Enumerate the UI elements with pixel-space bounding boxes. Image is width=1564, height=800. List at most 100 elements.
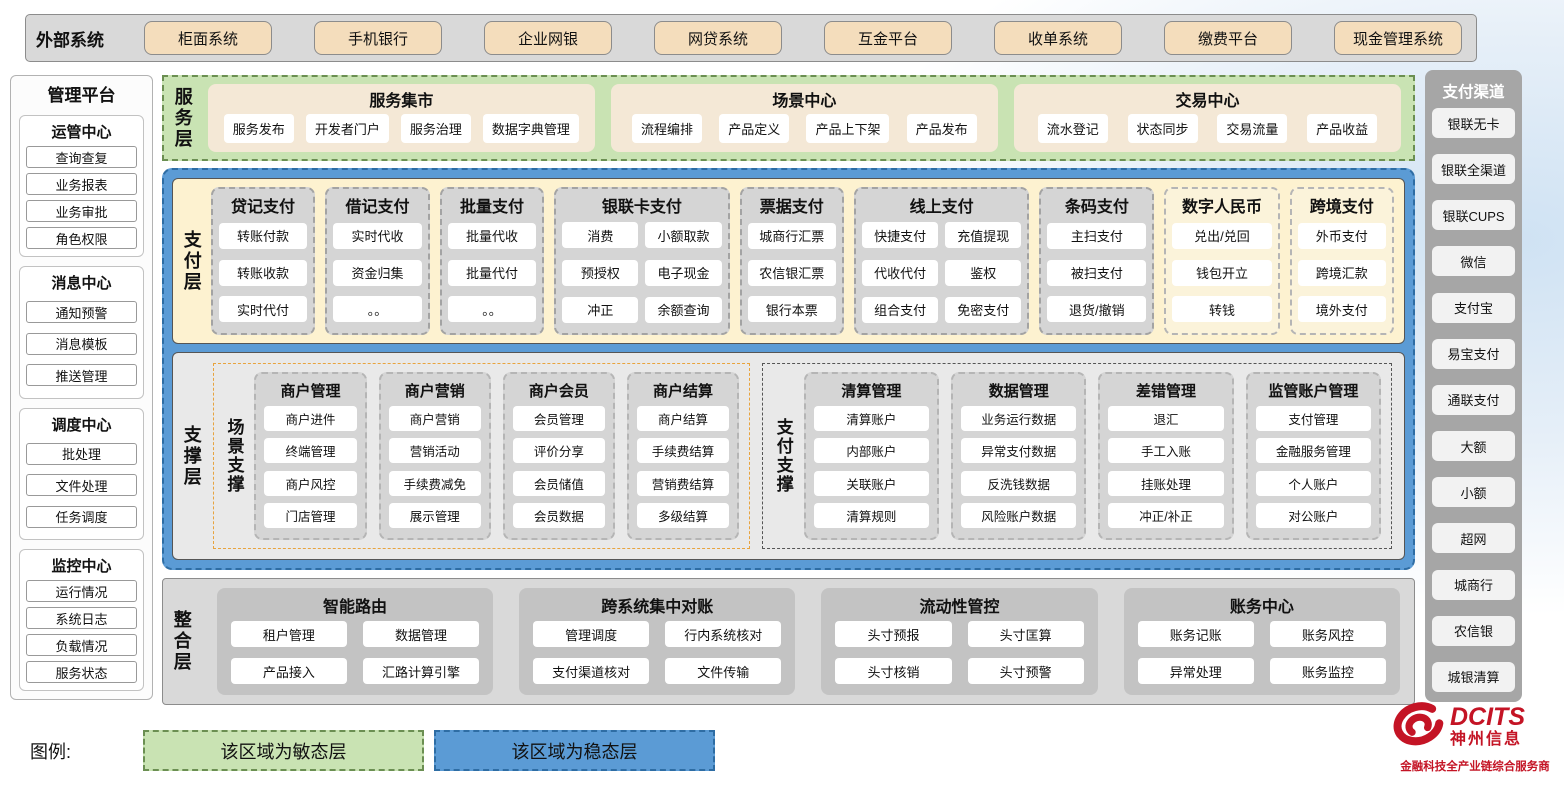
group-items: 管理调度行内系统核对支付渠道核对文件传输 (533, 618, 782, 687)
payment-channel-chip: 超网 (1432, 523, 1515, 554)
support-item-chip: 多级结算 (636, 503, 730, 529)
service-item-chip: 开发者门户 (305, 114, 389, 143)
section-title: 运管中心 (51, 124, 112, 141)
payment-support-label: 支付支撑 (773, 418, 793, 494)
group-items: 实时代收资金归集。。 (333, 218, 422, 327)
integration-item-chip: 头寸核销 (835, 658, 952, 684)
integration-item-chip: 账务监控 (1269, 658, 1386, 684)
payment-item-chip: 资金归集 (333, 259, 422, 286)
col-title: 差错管理 (1136, 383, 1197, 400)
integration-item-chip: 行内系统核对 (665, 621, 782, 647)
col-title: 商户营销 (404, 383, 465, 400)
payment-layer: 支付层 贷记支付 转账付款转账收款实时代付 借记支付 实时代收资金归集。。 批量… (172, 178, 1405, 344)
external-systems-title: 外部系统 (36, 30, 104, 50)
management-item-chip: 服务状态 (26, 661, 137, 683)
payment-group-digital-rmb: 数字人民币 兑出/兑回钱包开立转钱 (1164, 187, 1280, 335)
support-col-merchant-member: 商户会员 会员管理评价分享会员储值会员数据 (502, 372, 615, 540)
col-title: 清算管理 (841, 383, 902, 400)
management-platform-panel: 管理平台 运管中心 查询查复业务报表业务审批角色权限 消息中心 通知预警消息模板… (10, 75, 153, 700)
management-section-operations: 运管中心 查询查复业务报表业务审批角色权限 (19, 115, 144, 257)
support-col-clearing: 清算管理 清算账户内部账户关联账户清算规则 (803, 372, 940, 540)
payment-item-chip: 余额查询 (645, 296, 722, 323)
group-items: 服务发布开发者门户服务治理数据字典管理 (220, 111, 583, 146)
service-group-scene: 场景中心 流程编排产品定义产品上下架产品发布 (610, 84, 998, 152)
external-system-chip: 企业网银 (484, 21, 612, 55)
payment-item-chip: 代收代付 (862, 259, 939, 286)
payment-layer-label: 支付层 (181, 229, 202, 293)
payment-item-chip: 电子现金 (645, 259, 722, 286)
service-item-chip: 产品发布 (906, 114, 977, 143)
external-system-chip: 现金管理系统 (1334, 21, 1462, 55)
section-items: 批处理文件处理任务调度 (26, 439, 137, 533)
payment-channel-chip: 小额 (1432, 477, 1515, 508)
support-item-chip: 风险账户数据 (961, 503, 1077, 529)
group-items: 流程编排产品定义产品上下架产品发布 (623, 111, 986, 146)
integration-item-chip: 头寸预警 (967, 658, 1084, 684)
service-layer: 服务层 服务集市 服务发布开发者门户服务治理数据字典管理 场景中心 流程编排产品… (162, 75, 1415, 161)
payment-channel-chip: 城银清算 (1432, 661, 1515, 692)
support-col-merchant-mgmt: 商户管理 商户进件终端管理商户风控门店管理 (254, 372, 367, 540)
group-items: 消费小额取款预授权电子现金冲正余额查询 (562, 218, 722, 327)
payment-item-chip: 钱包开立 (1172, 259, 1272, 286)
group-items: 账务记账账务风控异常处理账务监控 (1137, 618, 1386, 687)
col-items: 会员管理评价分享会员储值会员数据 (512, 404, 605, 530)
support-col-error: 差错管理 退汇手工入账挂账处理冲正/补正 (1098, 372, 1234, 540)
payment-support-group: 支付支撑 清算管理 清算账户内部账户关联账户清算规则 数据管理 业务运行数据异常… (762, 363, 1392, 549)
integration-item-chip: 支付渠道核对 (533, 658, 650, 684)
logo-row: DCITS 神州信息 (1392, 700, 1558, 755)
payment-item-chip: 被扫支付 (1047, 259, 1147, 286)
section-items: 查询查复业务报表业务审批角色权限 (26, 146, 137, 249)
section-items: 运行情况系统日志负载情况服务状态 (26, 580, 137, 683)
section-title: 消息中心 (51, 275, 112, 292)
service-item-chip: 服务发布 (223, 114, 294, 143)
support-item-chip: 手续费结算 (636, 438, 730, 464)
service-item-chip: 服务治理 (400, 114, 471, 143)
service-item-chip: 交易流量 (1217, 114, 1288, 143)
group-items: 兑出/兑回钱包开立转钱 (1172, 218, 1272, 327)
support-item-chip: 会员储值 (512, 470, 605, 496)
integration-layer: 整合层 智能路由 租户管理数据管理产品接入汇路计算引擎 跨系统集中对账 管理调度… (162, 578, 1415, 705)
service-item-chip: 状态同步 (1127, 114, 1198, 143)
payment-channel-chip: 银联全渠道 (1432, 154, 1515, 185)
scene-support-label: 场景支撑 (224, 418, 244, 494)
support-item-chip: 门店管理 (264, 503, 357, 529)
group-title: 服务集市 (369, 93, 434, 110)
payment-item-chip: 批量代付 (447, 259, 537, 286)
service-item-chip: 产品上下架 (806, 114, 890, 143)
dcits-logo: DCITS 神州信息 金融科技全产业链综合服务商 (1392, 700, 1558, 774)
integration-item-chip: 账务记账 (1137, 621, 1254, 647)
legend: 图例: 该区域为敏态层 该区域为稳态层 (30, 730, 716, 771)
support-item-chip: 商户进件 (264, 405, 357, 431)
payment-item-chip: 批量代收 (447, 222, 537, 249)
group-items: 快捷支付充值提现代收代付鉴权组合支付免密支付 (862, 218, 1022, 327)
payment-item-chip: 银行本票 (747, 296, 837, 323)
group-title: 流动性管控 (919, 599, 1000, 616)
support-item-chip: 商户风控 (264, 470, 357, 496)
legend-stable-swatch: 该区域为稳态层 (434, 730, 716, 771)
management-item-chip: 角色权限 (26, 227, 137, 249)
payment-item-chip: 鉴权 (945, 259, 1022, 286)
group-items: 外币支付跨境汇款境外支付 (1297, 218, 1386, 327)
support-item-chip: 异常支付数据 (961, 438, 1077, 464)
payment-item-chip: 快捷支付 (862, 222, 939, 249)
support-item-chip: 会员管理 (512, 405, 605, 431)
group-items: 批量代收批量代付。。 (447, 218, 537, 327)
support-item-chip: 展示管理 (388, 503, 481, 529)
payment-item-chip: 转账收款 (218, 259, 308, 286)
payment-item-chip: 免密支付 (945, 296, 1022, 323)
management-item-chip: 负载情况 (26, 634, 137, 656)
support-item-chip: 挂账处理 (1108, 470, 1224, 496)
payment-channel-chip: 支付宝 (1432, 292, 1515, 323)
integration-group-accounting: 账务中心 账务记账账务风控异常处理账务监控 (1123, 588, 1400, 695)
service-group-market: 服务集市 服务发布开发者门户服务治理数据字典管理 (207, 84, 595, 152)
management-section-monitoring: 监控中心 运行情况系统日志负载情况服务状态 (19, 549, 144, 691)
payment-group-barcode: 条码支付 主扫支付被扫支付退货/撤销 (1039, 187, 1155, 335)
payment-item-chip: 退货/撤销 (1047, 296, 1147, 323)
payment-channels-title: 支付渠道 (1442, 84, 1505, 101)
payment-channel-chip: 农信银 (1432, 615, 1515, 646)
support-item-chip: 支付管理 (1255, 405, 1372, 431)
integration-item-chip: 汇路计算引擎 (362, 658, 480, 684)
section-title: 调度中心 (51, 416, 112, 434)
